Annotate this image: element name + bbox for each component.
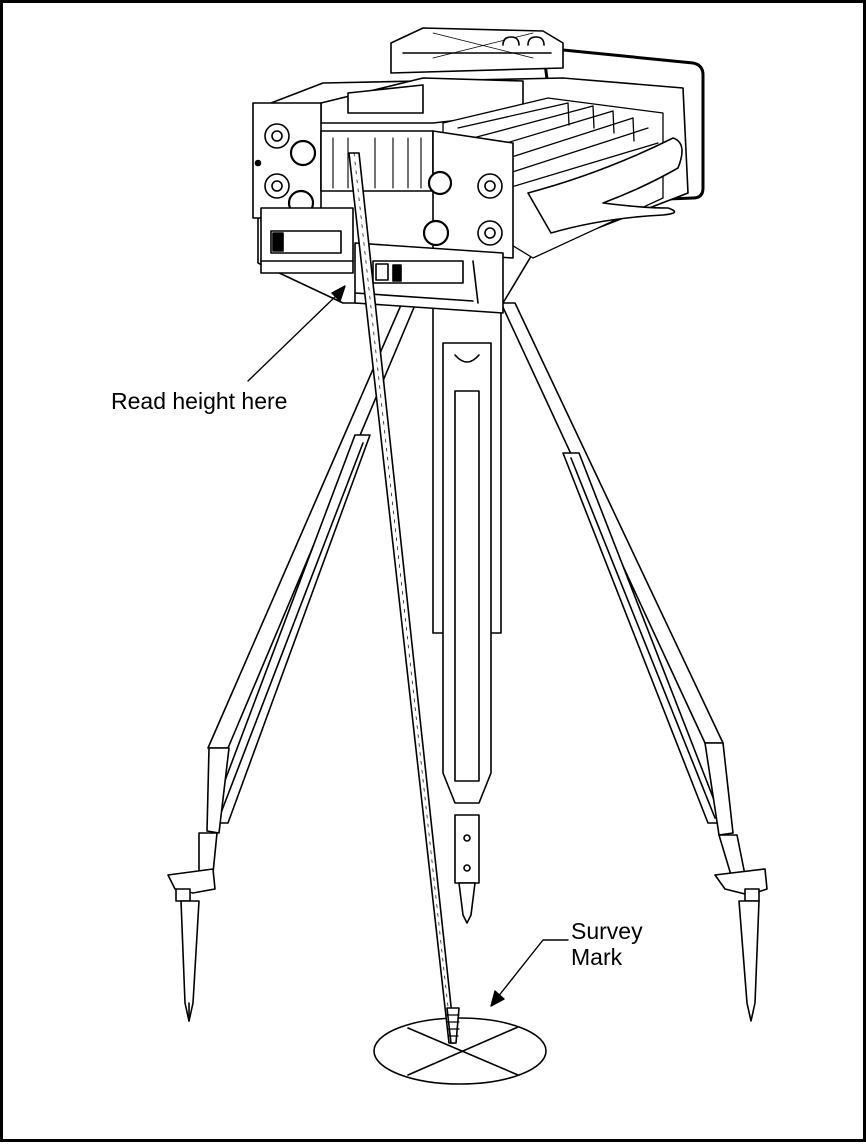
tripod-leg-left [167, 304, 416, 1022]
survey-mark-label-line2: Mark [571, 944, 623, 970]
survey-mark-label-line1: Survey [571, 918, 643, 944]
callout-arrows [247, 285, 569, 1007]
tripod-receiver-illustration [167, 27, 768, 1085]
tripod-leg-center [432, 302, 502, 924]
measuring-tape [348, 152, 460, 1044]
receiver-unit [252, 27, 705, 314]
read-height-label: Read height here [111, 388, 288, 414]
survey-mark-target [373, 1017, 547, 1085]
survey-mark-label: Survey Mark [571, 918, 643, 970]
tripod-leg-right [500, 302, 768, 1022]
